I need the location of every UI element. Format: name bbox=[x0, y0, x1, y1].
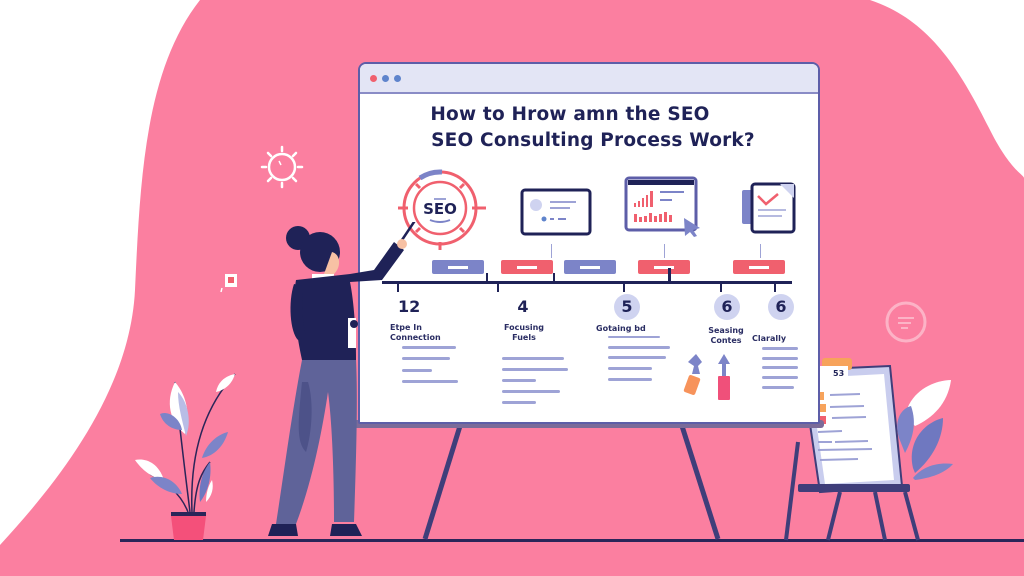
timeline-tick bbox=[486, 273, 488, 281]
step-tag bbox=[733, 260, 785, 274]
photo-frame-icon bbox=[220, 274, 237, 293]
window-dot-blue bbox=[382, 74, 389, 82]
whiteboard-titlebar bbox=[360, 64, 818, 94]
step-title: Seasing Contes bbox=[708, 326, 744, 345]
seo-target-icon: SEO bbox=[398, 169, 486, 250]
step-tag bbox=[501, 260, 553, 274]
step-number: 4 bbox=[517, 297, 529, 316]
text-line bbox=[608, 346, 670, 349]
presenter-woman bbox=[268, 222, 416, 536]
text-line bbox=[762, 347, 798, 350]
window-dot-red bbox=[370, 74, 377, 82]
text-line bbox=[502, 368, 568, 371]
text-line bbox=[502, 379, 536, 382]
step-title: Etpe In Connection bbox=[390, 323, 441, 342]
step-tag bbox=[638, 260, 690, 274]
easel-legs bbox=[422, 426, 721, 540]
window-dot-blue bbox=[394, 74, 401, 82]
text-line bbox=[402, 357, 450, 360]
text-line bbox=[608, 367, 652, 370]
title-line-1: How to Hrow amn the SEO bbox=[430, 104, 710, 125]
timeline-tick bbox=[668, 268, 671, 281]
text-line bbox=[608, 356, 666, 359]
step-tag bbox=[564, 260, 616, 274]
step-number: 5 bbox=[614, 294, 640, 320]
whiteboard: How to Hrow amn the SEO SEO Consulting P… bbox=[358, 62, 820, 424]
text-line bbox=[762, 357, 798, 360]
step-title: Clarally bbox=[752, 334, 787, 343]
text-line bbox=[762, 376, 798, 379]
clipboard-easel bbox=[784, 358, 920, 541]
title-line-2: SEO Consulting Process Work? bbox=[431, 130, 755, 151]
timeline-bar bbox=[382, 281, 792, 284]
connector bbox=[760, 244, 761, 258]
whiteboard-ledge bbox=[354, 420, 824, 428]
tools-icon bbox=[683, 354, 730, 400]
text-line bbox=[762, 386, 794, 389]
connector bbox=[551, 244, 552, 258]
analytics-chart-icon bbox=[624, 176, 700, 237]
step-title: Focusing Fuels bbox=[504, 323, 544, 342]
text-line bbox=[502, 390, 560, 393]
step-number: 6 bbox=[714, 294, 740, 320]
step-tag bbox=[432, 260, 484, 274]
timeline-tick bbox=[497, 284, 499, 292]
timeline-tick bbox=[553, 273, 555, 281]
svg-text:SEO: SEO bbox=[423, 200, 457, 218]
text-line bbox=[402, 380, 458, 383]
timeline-tick bbox=[623, 284, 625, 292]
timeline-tick bbox=[774, 284, 776, 292]
report-document-icon bbox=[742, 182, 796, 234]
step-number: 12 bbox=[398, 297, 421, 316]
text-line bbox=[502, 357, 564, 360]
text-line bbox=[762, 366, 798, 369]
text-line bbox=[502, 401, 536, 404]
timeline-tick bbox=[397, 284, 399, 292]
text-line bbox=[402, 346, 456, 349]
plant-right bbox=[897, 380, 953, 480]
step-title: Gotaing bd bbox=[596, 324, 646, 333]
gear-icon bbox=[260, 145, 304, 189]
text-line bbox=[402, 369, 432, 372]
clipboard-header: 53 bbox=[833, 369, 845, 378]
timeline-tick bbox=[720, 284, 722, 292]
connector bbox=[664, 244, 665, 258]
step-number: 6 bbox=[768, 294, 794, 320]
whiteboard-title: How to Hrow amn the SEO SEO Consulting P… bbox=[360, 102, 818, 154]
text-line bbox=[608, 336, 660, 338]
plant-left bbox=[135, 373, 236, 540]
profile-card-icon bbox=[520, 188, 592, 236]
text-line bbox=[608, 378, 652, 381]
filter-circle-icon bbox=[885, 301, 927, 343]
